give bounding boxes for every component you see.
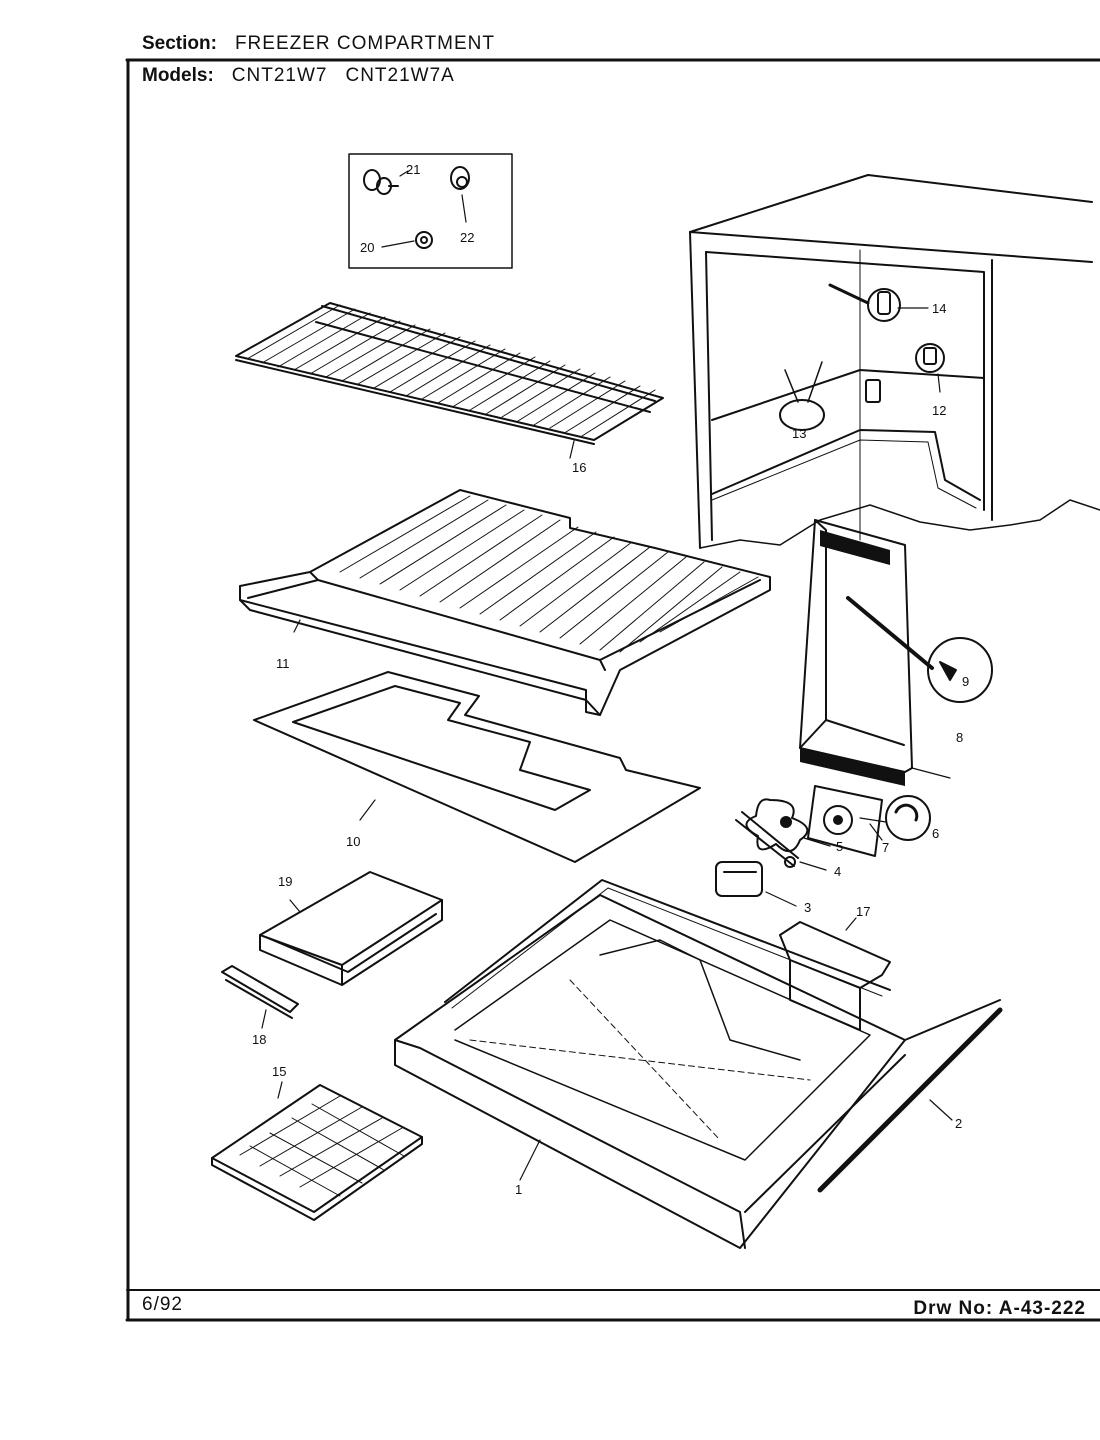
section-heading: Section: FREEZER COMPARTMENT xyxy=(142,33,495,55)
section-label: Section: xyxy=(142,33,217,54)
evaporator-cover xyxy=(799,519,993,786)
hardware-inset xyxy=(348,153,513,269)
callout-7: 7 xyxy=(882,840,889,855)
callout-15: 15 xyxy=(272,1064,286,1079)
callout-19: 19 xyxy=(278,874,292,889)
callout-21: 21 xyxy=(406,162,420,177)
fan-motor-assembly xyxy=(715,798,831,907)
callout-labels: 1 2 3 4 5 6 7 8 9 10 11 12 13 14 15 16 1… xyxy=(252,162,969,1197)
callout-5: 5 xyxy=(836,839,843,854)
section-value: FREEZER COMPARTMENT xyxy=(234,33,495,54)
callout-8: 8 xyxy=(956,730,963,745)
callout-13: 13 xyxy=(792,426,806,441)
callout-18: 18 xyxy=(252,1032,266,1047)
fan-bracket xyxy=(807,785,931,857)
wire-shelf xyxy=(235,302,664,459)
air-duct xyxy=(779,917,891,1031)
model-number: CNT21W7A xyxy=(345,65,455,86)
callout-6: 6 xyxy=(932,826,939,841)
models-label: Models: xyxy=(142,65,214,86)
freezer-liner xyxy=(394,879,1003,1249)
callout-2: 2 xyxy=(955,1116,962,1131)
drawing-number: Drw No: A-43-222 xyxy=(913,1298,1086,1319)
drawing-frame xyxy=(125,58,1100,1322)
shelf-pan xyxy=(239,489,771,716)
model-number: CNT21W7 xyxy=(231,65,328,86)
ice-cube-tray xyxy=(211,1081,423,1221)
callout-12: 12 xyxy=(932,403,946,418)
callout-16: 16 xyxy=(572,460,586,475)
callout-22: 22 xyxy=(460,230,474,245)
callout-1: 1 xyxy=(515,1182,522,1197)
callout-3: 3 xyxy=(804,900,811,915)
callout-10: 10 xyxy=(346,834,360,849)
models-heading: Models: CNT21W7 CNT21W7A xyxy=(142,65,455,87)
callout-20: 20 xyxy=(360,240,374,255)
freezer-cabinet xyxy=(689,174,1100,549)
tray-clip xyxy=(221,965,299,1029)
callout-4: 4 xyxy=(834,864,841,879)
callout-14: 14 xyxy=(932,301,946,316)
callout-9: 9 xyxy=(962,674,969,689)
callout-17: 17 xyxy=(856,904,870,919)
insulation-panel xyxy=(253,671,701,863)
ice-tray xyxy=(259,871,443,986)
callout-11: 11 xyxy=(276,656,290,671)
revision-date: 6/92 xyxy=(142,1294,183,1315)
